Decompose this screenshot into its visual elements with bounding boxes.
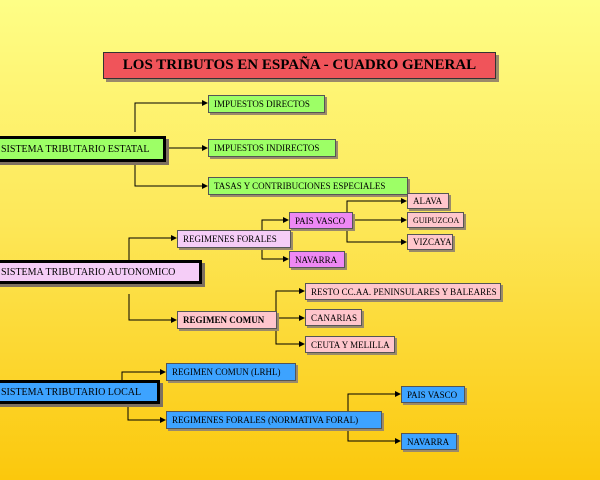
local-regimenes-forales-node: REGIMENES FORALES (NORMATIVA FORAL)	[166, 411, 382, 429]
tasas-contribuciones-node: TASAS Y CONTRIBUCIONES ESPECIALES	[208, 177, 408, 195]
impuestos-directos-node: IMPUESTOS DIRECTOS	[208, 95, 325, 113]
page-title: LOS TRIBUTOS EN ESPAÑA - CUADRO GENERAL	[103, 52, 496, 79]
regimenes-forales-node: REGIMENES FORALES	[177, 230, 291, 248]
connector-comun-ceuta	[275, 328, 305, 347]
connector-estatal-directos	[134, 100, 208, 132]
alava-node: ALAVA	[407, 193, 449, 209]
connector-comun-resto	[275, 288, 305, 311]
canarias-node: CANARIAS	[305, 309, 362, 326]
connector-localforales-navarra	[347, 428, 401, 444]
guipuzcoa-node: GUIPUZCOA	[407, 212, 464, 228]
sistema-estatal-node: SISTEMA TRIBUTARIO ESTATAL	[0, 136, 166, 162]
local-regimen-comun-node: REGIMEN COMUN (LRHL)	[166, 363, 296, 381]
connector-forales-paisvasco	[261, 217, 289, 230]
connector-paisvasco-vizcaya	[346, 228, 407, 245]
pais-vasco-node: PAIS VASCO	[289, 212, 353, 229]
resto-ccaa-node: RESTO CC.AA. PENINSULARES Y BALEARES	[305, 283, 501, 300]
local-pais-vasco-node: PAIS VASCO	[401, 386, 465, 403]
connector-estatal-tasas	[134, 163, 208, 189]
impuestos-indirectos-node: IMPUESTOS INDIRECTOS	[208, 139, 336, 157]
regimen-comun-node: REGIMEN COMUN	[177, 311, 277, 329]
navarra-autonomico-node: NAVARRA	[289, 251, 345, 268]
sistema-autonomico-node: SISTEMA TRIBUTARIO AUTONOMICO	[0, 260, 202, 284]
connector-forales-navarra	[261, 247, 289, 262]
connector-autonomico-comun	[128, 294, 177, 323]
ceuta-melilla-node: CEUTA Y MELILLA	[305, 336, 395, 353]
connector-autonomico-forales	[128, 235, 177, 262]
sistema-local-node: SISTEMA TRIBUTARIO LOCAL	[0, 380, 160, 404]
connector-local-forales	[127, 400, 166, 423]
vizcaya-node: VIZCAYA	[407, 234, 453, 250]
connector-localforales-paisvasco	[347, 391, 401, 412]
local-navarra-node: NAVARRA	[401, 433, 457, 450]
connector-paisvasco-alava	[346, 198, 407, 212]
